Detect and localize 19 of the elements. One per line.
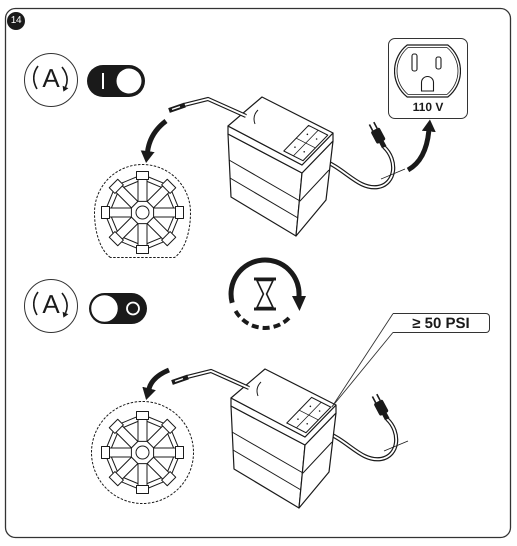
- outlet-panel: [388, 38, 468, 119]
- curved-arrow: [406, 120, 436, 172]
- curved-arrow: [140, 119, 168, 163]
- callout-box: [393, 313, 490, 333]
- air-compressor-illustration: [166, 95, 408, 239]
- tire-illustration: [94, 164, 190, 258]
- control-panel: [286, 397, 331, 433]
- air-compressor-illustration: [169, 367, 411, 511]
- step-number: 14: [10, 16, 22, 26]
- step-badge: [7, 12, 25, 30]
- curved-arrow: [142, 368, 170, 400]
- voltage-label: 110 V: [412, 101, 444, 113]
- auto-mode-symbol: [24, 279, 78, 333]
- mode-letter: A: [42, 291, 60, 317]
- leader-line: [331, 313, 394, 408]
- tire-illustration: [90, 400, 194, 504]
- pressure-label: ≥ 50 PSI: [412, 316, 470, 330]
- auto-mode-symbol: [24, 53, 78, 107]
- mode-letter: A: [42, 65, 60, 91]
